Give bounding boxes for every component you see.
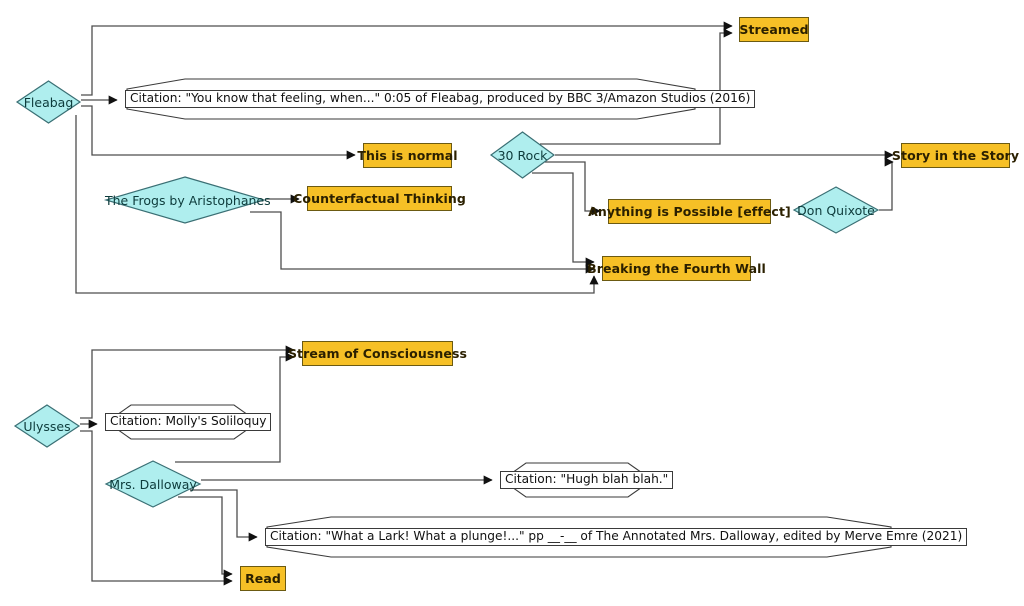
node-fleabag[interactable]: Fleabag: [15, 80, 82, 124]
edge-dalloway-lark: [190, 489, 258, 542]
node-citation-molly-soliloquy[interactable]: Citation: Molly's Soliloquy: [105, 404, 272, 440]
node-breaking-the-fourth-wall[interactable]: Breaking the Fourth Wall: [587, 256, 766, 281]
diamond-shape: [15, 80, 82, 124]
edge-fleabag-breaking: [75, 115, 599, 294]
node-counterfactual-thinking[interactable]: Counterfactual Thinking: [293, 186, 466, 211]
diamond-shape: [792, 186, 880, 234]
diamond-shape: [489, 131, 556, 179]
node-30-rock[interactable]: 30 Rock: [489, 131, 556, 179]
node-citation-hugh[interactable]: Citation: "Hugh blah blah.": [500, 462, 674, 498]
node-anything-is-possible[interactable]: Anything is Possible [effect]: [588, 199, 791, 224]
edge-fleabag-streamed: [81, 21, 733, 96]
node-the-frogs-by-aristophanes[interactable]: The Frogs by Aristophanes: [103, 176, 271, 224]
node-label: Counterfactual Thinking: [293, 191, 466, 206]
node-citation-lark[interactable]: Citation: "What a Lark! What a plunge!..…: [265, 516, 968, 558]
node-label: Citation: "Hugh blah blah.": [500, 471, 674, 489]
node-label: Stream of Consciousness: [287, 346, 468, 361]
node-this-is-normal[interactable]: This is normal: [357, 143, 458, 168]
edge-30rock-anything: [545, 161, 601, 216]
edge-frogs-breaking: [250, 211, 595, 274]
node-story-in-the-story[interactable]: Story in the Story: [892, 143, 1019, 168]
diamond-shape: [13, 404, 81, 448]
node-label: Don Quixote: [797, 202, 875, 218]
edge-donquixote-story: [879, 157, 894, 211]
edge-dalloway-stream: [175, 352, 295, 463]
diamond-shape: [104, 460, 202, 508]
edge-fleabag-thisisnormal: [81, 105, 356, 160]
node-label: Citation: "You know that feeling, when..…: [125, 90, 756, 108]
node-label: Anything is Possible [effect]: [588, 204, 791, 219]
node-label: Streamed: [739, 22, 809, 37]
edge-ulysses-read: [80, 430, 233, 586]
node-streamed[interactable]: Streamed: [739, 17, 809, 42]
node-label: Citation: Molly's Soliloquy: [105, 413, 272, 431]
node-label: The Frogs by Aristophanes: [105, 192, 271, 208]
node-label: 30 Rock: [497, 147, 548, 163]
node-label: Read: [245, 571, 281, 586]
edge-30rock-breaking: [532, 172, 595, 267]
node-label: Story in the Story: [891, 148, 1020, 163]
node-label: This is normal: [357, 148, 458, 163]
node-citation-fleabag[interactable]: Citation: "You know that feeling, when..…: [125, 78, 756, 120]
edge-dalloway-read: [178, 496, 233, 579]
node-don-quixote[interactable]: Don Quixote: [792, 186, 880, 234]
edge-30rock-streamed: [540, 28, 733, 145]
node-label: Ulysses: [23, 418, 71, 434]
node-label: Fleabag: [23, 94, 74, 110]
node-ulysses[interactable]: Ulysses: [13, 404, 81, 448]
node-mrs-dalloway[interactable]: Mrs. Dalloway: [104, 460, 202, 508]
node-stream-of-consciousness[interactable]: Stream of Consciousness: [288, 341, 467, 366]
node-label: Breaking the Fourth Wall: [587, 261, 766, 276]
node-read[interactable]: Read: [240, 566, 286, 591]
node-label: Mrs. Dalloway: [109, 476, 197, 492]
node-label: Citation: "What a Lark! What a plunge!..…: [265, 528, 968, 546]
edge-ulysses-stream: [80, 345, 295, 419]
diamond-shape: [103, 176, 267, 224]
